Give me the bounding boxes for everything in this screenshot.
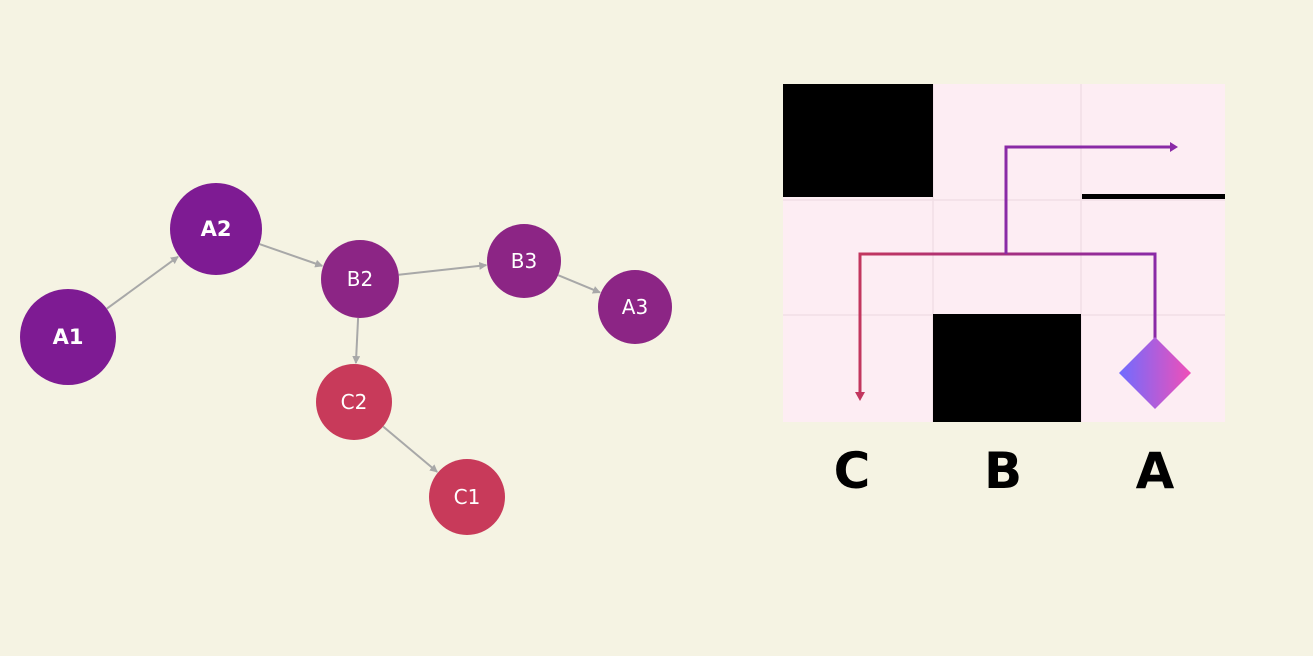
node-label: C2	[341, 390, 368, 414]
wall-bar	[1082, 194, 1225, 199]
node-label: A3	[622, 295, 648, 319]
edge-a2-b2	[259, 243, 324, 268]
agent-diamond-icon	[1119, 337, 1191, 409]
node-circle	[429, 459, 505, 535]
edge-b2-c2	[352, 317, 361, 365]
node-circle	[316, 364, 392, 440]
node-a3: A3	[598, 270, 672, 344]
node-a2: A2	[170, 183, 262, 275]
edge-b3-a3	[557, 274, 601, 294]
node-circle	[20, 289, 116, 385]
column-label-a: A	[1136, 442, 1175, 500]
graph-edges	[106, 243, 601, 473]
node-label: B3	[511, 249, 537, 273]
node-b2: B2	[321, 240, 399, 318]
edge-a1-a2	[106, 255, 179, 310]
node-label: C1	[454, 485, 481, 509]
edge-c2-c1	[382, 425, 438, 473]
wall-block-bottom-middle	[933, 314, 1081, 422]
node-label: B2	[347, 267, 373, 291]
node-label: A2	[201, 217, 232, 241]
column-labels: C B A	[834, 442, 1175, 500]
path-to-top-right	[1004, 145, 1170, 254]
node-circle	[170, 183, 262, 275]
wall-block-top-left	[783, 84, 933, 197]
path-lines	[855, 142, 1178, 401]
node-a1: A1	[20, 289, 116, 385]
node-circle	[487, 224, 561, 298]
arrowhead-down-icon	[855, 392, 865, 401]
node-c1: C1	[429, 459, 505, 535]
column-label-b: B	[984, 442, 1022, 500]
column-label-c: C	[834, 442, 871, 500]
node-circle	[321, 240, 399, 318]
edge-b2-b3	[398, 261, 488, 276]
node-circle	[598, 270, 672, 344]
node-c2: C2	[316, 364, 392, 440]
node-b3: B3	[487, 224, 561, 298]
node-label: A1	[53, 325, 84, 349]
arrowhead-right-icon	[1170, 142, 1178, 152]
